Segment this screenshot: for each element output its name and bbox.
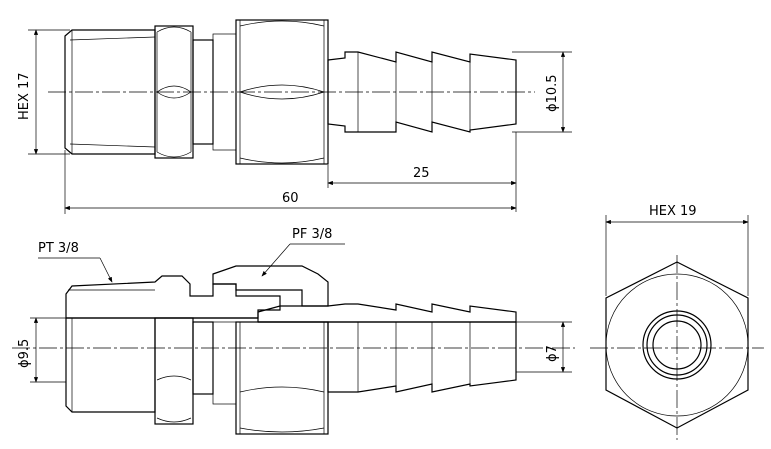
section-lower-thread [65,318,156,413]
section-barb-hatch [257,303,517,323]
pf38-label: PF 3/8 [292,227,332,242]
section-lower-hex19 [235,321,329,435]
hex19-label: HEX 19 [649,204,697,219]
phi95-label: ϕ9.5 [17,339,32,368]
end-view: HEX 19 [590,204,764,440]
end-outer-circle [642,310,712,380]
phi105-label: ϕ10.5 [545,74,560,112]
dim60-label: 60 [282,191,299,206]
section-lower-hex17 [154,317,194,425]
section-nut-hatch [212,265,329,307]
top-hose-barb [327,51,517,133]
top-view: HEX 17 ϕ10.5 25 60 [17,19,572,214]
end-bore [652,320,702,370]
section-view: PT 3/8 PF 3/8 ϕ9.5 ϕ7 [12,227,575,435]
pt38-label: PT 3/8 [38,241,79,256]
end-hexagon [605,261,749,429]
section-lower-barb [327,322,517,393]
section-body-hatch [65,275,281,319]
hex17-label: HEX 17 [17,72,32,120]
phi7-label: ϕ7 [545,345,560,362]
dim25-label: 25 [413,166,430,181]
